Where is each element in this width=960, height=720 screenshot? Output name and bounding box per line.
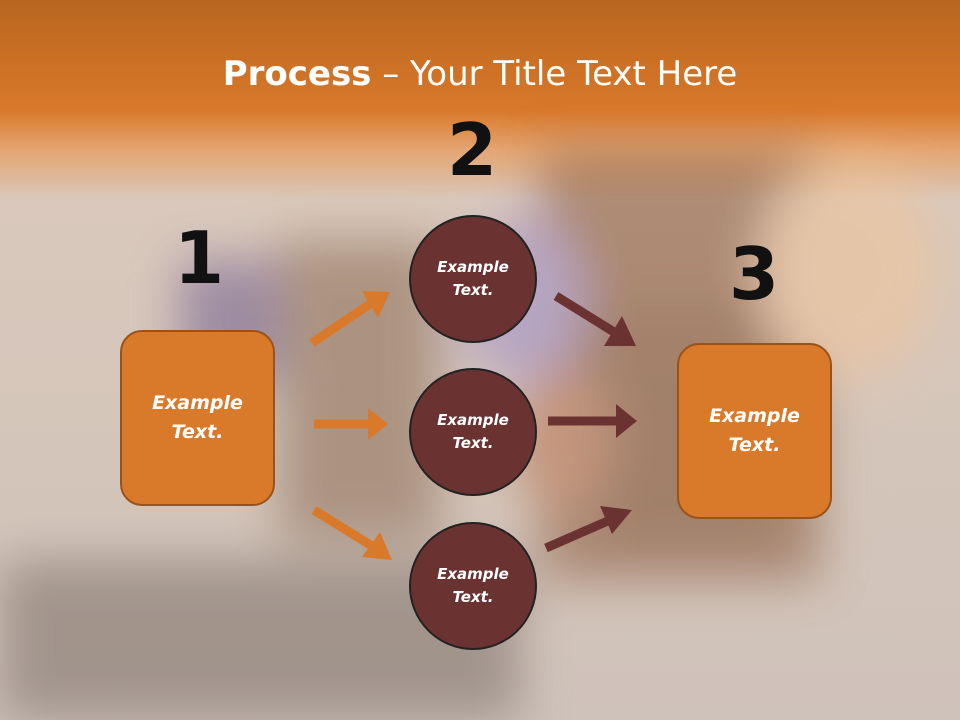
arrow-box1-to-circle-top [309,291,390,347]
maroon-arrows [544,292,637,553]
title-rest: – Your Title Text Here [371,54,738,94]
step-box-1-label: Example Text. [152,392,243,443]
step-circle-top[interactable]: Example Text. [409,215,537,343]
slide-title: Process – Your Title Text Here [0,52,960,96]
step-circle-bottom-label: Example Text. [437,565,509,606]
arrow-box1-to-circle-middle [314,408,388,440]
orange-arrows [309,291,392,560]
step-box-3-label: Example Text. [709,405,800,456]
title-bold: Process [222,54,372,94]
step-circle-bottom[interactable]: Example Text. [409,522,537,650]
step-box-3[interactable]: Example Text. [677,343,832,519]
step-box-1[interactable]: Example Text. [120,330,275,506]
arrow-box1-to-circle-bottom [311,506,392,560]
step-circle-top-label: Example Text. [437,258,509,299]
step-circle-middle[interactable]: Example Text. [409,368,537,496]
arrow-circle-middle-to-box3 [548,404,637,438]
step-number-3: 3 [728,232,780,316]
step-circle-middle-label: Example Text. [437,411,509,452]
arrow-circle-top-to-box3 [553,292,636,346]
arrow-circle-bottom-to-box3 [544,506,632,553]
step-number-1: 1 [173,216,225,300]
step-number-2: 2 [446,108,498,192]
